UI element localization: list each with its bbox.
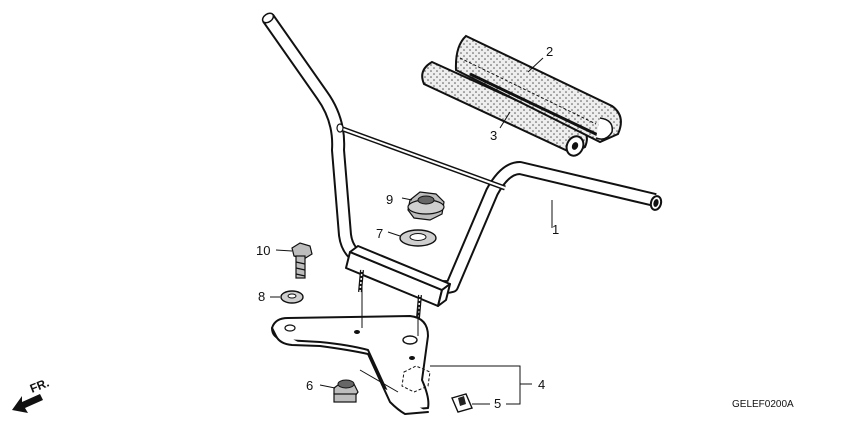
diagram-code: GELEF0200A (732, 399, 794, 410)
callout-9: 9 (386, 192, 393, 207)
callout-8: 8 (258, 289, 265, 304)
callout-2: 2 (546, 44, 553, 59)
bolt-10 (291, 242, 313, 279)
nut-6 (333, 379, 359, 403)
front-direction-label: FR. (28, 376, 51, 396)
leader-lines (270, 57, 553, 405)
front-direction-arrow: FR. (12, 376, 51, 413)
callout-4: 4 (538, 377, 545, 392)
callout-7: 7 (376, 226, 383, 241)
nut-9 (407, 191, 445, 221)
callout-5: 5 (494, 396, 501, 411)
callout-3: 3 (490, 128, 497, 143)
handlebar-pad-cover (454, 34, 622, 144)
clip-5 (451, 393, 473, 413)
washer-7 (399, 229, 437, 247)
washer-8 (280, 290, 304, 304)
callout-10: 10 (256, 243, 270, 258)
callout-1: 1 (552, 222, 559, 237)
handlebar (261, 12, 663, 319)
callout-6: 6 (306, 378, 313, 393)
